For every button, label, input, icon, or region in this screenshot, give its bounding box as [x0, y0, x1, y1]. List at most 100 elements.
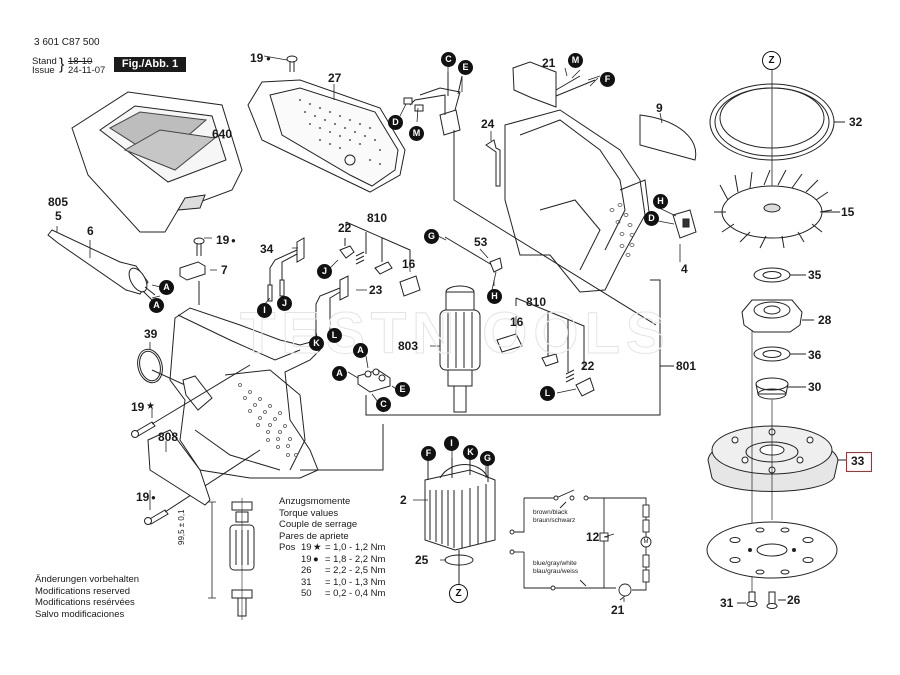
part-number: 3 601 C87 500 [34, 37, 100, 48]
part-label-39: 39 [144, 327, 158, 341]
torque-row: Pos 19 ★ = 1,0 - 1,2 Nm [279, 542, 385, 554]
badge-k-stator: K [463, 445, 478, 460]
torque-value: = 2,2 - 2,5 Nm [325, 565, 386, 576]
torque-table: Anzugsmomente Torque values Couple de se… [279, 496, 385, 600]
stand-value: 18-10 [68, 56, 93, 67]
badge-m-switch: M [568, 53, 583, 68]
dust-box-640 [71, 91, 243, 233]
badge-d: D [388, 115, 403, 130]
part-label-27: 27 [328, 71, 342, 85]
filter-plate-808 [147, 429, 211, 506]
part-label-16: 16 [402, 257, 416, 271]
watermark: TESTN OOLS [240, 301, 671, 367]
screw-19-top [286, 55, 298, 72]
disclaimer-es: Salvo modificaciones [35, 608, 125, 620]
spring-and-brush-left [355, 251, 421, 297]
part-label-15: 15 [841, 205, 855, 219]
torque-value: = 1,0 - 1,3 Nm [325, 576, 386, 588]
z-marker-top: Z [762, 51, 781, 70]
star-symbol: ★ [146, 401, 155, 412]
torque-row: 26 = 2,2 - 2,5 Nm [279, 565, 385, 577]
badge-k: K [309, 336, 324, 351]
torque-value: = 0,2 - 0,4 Nm [325, 588, 386, 599]
dot-symbol: ● [151, 493, 156, 502]
disclaimer-fr: Modifications resérvées [35, 597, 135, 608]
torque-pos: 26 [301, 565, 312, 576]
housing-half-801 [504, 109, 651, 293]
part-label-31: 31 [720, 596, 734, 610]
badge-c: C [441, 52, 456, 67]
kit-810-bracket-left [345, 221, 411, 262]
part-label-23: 23 [369, 283, 383, 297]
badge-f-stator: F [421, 446, 436, 461]
badge-d-right: D [644, 211, 659, 226]
switch-21 [512, 61, 596, 108]
part-label-22-right: 22 [581, 359, 595, 373]
part-label-16-right: 16 [510, 315, 524, 329]
part-label-808: 808 [158, 430, 179, 444]
dot-symbol: ● [266, 54, 271, 63]
torque-value: = 1,8 - 2,2 Nm [325, 553, 386, 565]
part-label-26: 26 [787, 593, 801, 607]
washer-36 [753, 346, 806, 362]
cord-clamp-7 [179, 237, 206, 305]
leader-lines [56, 55, 681, 602]
badge-j-clip: J [317, 264, 332, 279]
part-label-25: 25 [415, 553, 429, 567]
switch-module-4 [672, 209, 697, 239]
washer-35 [753, 267, 806, 283]
part-label-19: 19 [250, 51, 264, 65]
badge-m: M [409, 126, 424, 141]
retaining-ring-25 [444, 550, 474, 578]
part-label-19-clamp: 19 [216, 233, 230, 247]
torque-pos: 19 [301, 542, 312, 553]
badge-g-stator: G [480, 451, 495, 466]
motor-symbol: M [643, 539, 649, 545]
brace-icon: } [59, 56, 65, 73]
stator-2 [424, 458, 496, 551]
sanding-sheet-9 [639, 114, 697, 161]
pos-prefix: Pos [279, 542, 296, 553]
badge-l-right: L [540, 386, 555, 401]
dot-symbol: ● [231, 236, 236, 245]
z-marker-bottom: Z [449, 584, 468, 603]
screw-26 [766, 591, 786, 609]
badge-a-cord-1: A [159, 280, 174, 295]
part-label-4: 4 [681, 262, 688, 276]
torque-row: 31 = 1,0 - 1,3 Nm [279, 576, 385, 589]
part-label-33[interactable]: 33 [851, 454, 865, 468]
screw-19-star [131, 364, 251, 438]
part-label-805: 805 [48, 195, 69, 209]
torque-row: 19 ● = 1,8 - 2,2 Nm [279, 554, 385, 566]
bracket-24 [485, 139, 501, 187]
disclaimer-en: Modifications reserved [35, 585, 131, 597]
power-cord-6 [47, 229, 156, 301]
part-label-32: 32 [849, 115, 863, 129]
armature-803 [439, 285, 481, 413]
part-label-9: 9 [656, 101, 663, 115]
part-label-19-star: 19 [131, 400, 145, 414]
bearing-flange-28 [741, 299, 814, 333]
part-label-22: 22 [338, 221, 352, 235]
hook-loop-plate [706, 521, 838, 579]
badge-c-term: C [376, 397, 391, 412]
badge-h-right: H [653, 194, 668, 209]
wiring-schematic [509, 489, 652, 601]
torque-title-en: Torque values [279, 507, 339, 519]
bearing-30 [755, 377, 806, 400]
part-label-12: 12 [586, 530, 600, 544]
badge-a-term-2: A [332, 366, 347, 381]
part-label-21-schematic: 21 [611, 603, 625, 617]
part-label-53: 53 [474, 235, 488, 249]
armature-dimension-drawing [208, 498, 255, 620]
badge-e-term: E [395, 382, 410, 397]
sanding-pad-33 [707, 330, 846, 605]
wire-color-braun-schwarz: braun/schwarz [533, 517, 576, 524]
housing-801-bracket [365, 130, 674, 416]
disclaimer-de: Änderungen vorbehalten [35, 574, 140, 585]
badge-i: I [257, 303, 272, 318]
torque-pos: 31 [301, 576, 312, 588]
issue-date: 24-11-07 [68, 65, 106, 76]
issue-label: Issue [32, 65, 55, 76]
badge-e: E [458, 60, 473, 75]
